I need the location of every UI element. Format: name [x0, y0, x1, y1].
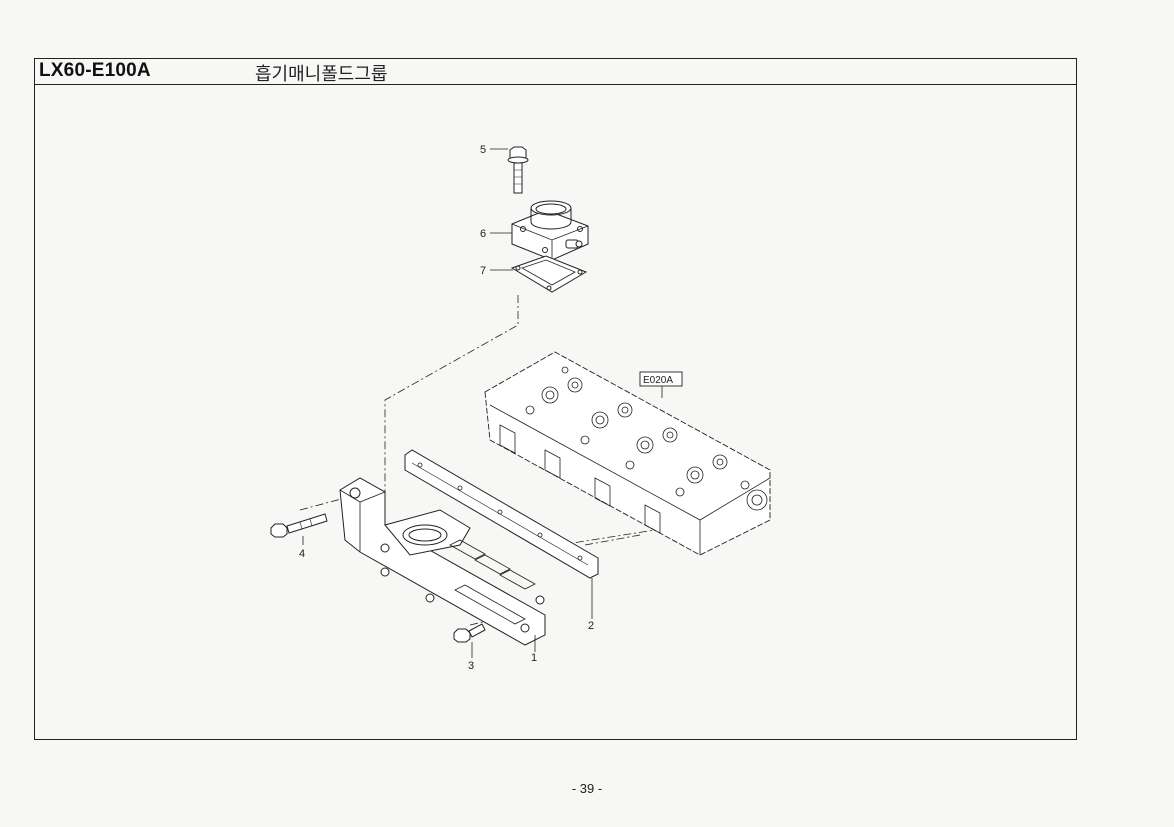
callout-1: 1: [531, 652, 537, 664]
callout-4: 4: [299, 548, 305, 560]
sheet-frame: LX60-E100A 흡기매니폴드그룹: [34, 58, 1077, 740]
callout-6: 6: [480, 228, 486, 240]
intake-manifold-part-1: [339, 477, 546, 646]
page-number: - 39 -: [571, 781, 603, 796]
alignment-lines: [299, 295, 656, 626]
reference-tag-e020a: E020A: [643, 375, 673, 386]
doc-title: 흡기매니폴드그룹: [255, 64, 388, 85]
flange-gasket-part-7: [510, 255, 588, 293]
intake-flange-part-6: [511, 200, 589, 261]
callout-7: 7: [480, 265, 486, 277]
callout-3: 3: [468, 660, 474, 672]
bolt-part-3: [453, 623, 486, 643]
header-row: LX60-E100A 흡기매니폴드그룹: [35, 59, 1076, 85]
callout-5: 5: [480, 144, 486, 156]
bolt-part-5: [507, 146, 529, 194]
leader-lines: [302, 148, 593, 658]
manifold-gasket-part-2: [404, 449, 599, 579]
callout-2: 2: [588, 620, 594, 632]
bolt-part-4: [270, 513, 328, 538]
cylinder-head-reference: [484, 351, 771, 556]
doc-code: LX60-E100A: [39, 60, 151, 81]
